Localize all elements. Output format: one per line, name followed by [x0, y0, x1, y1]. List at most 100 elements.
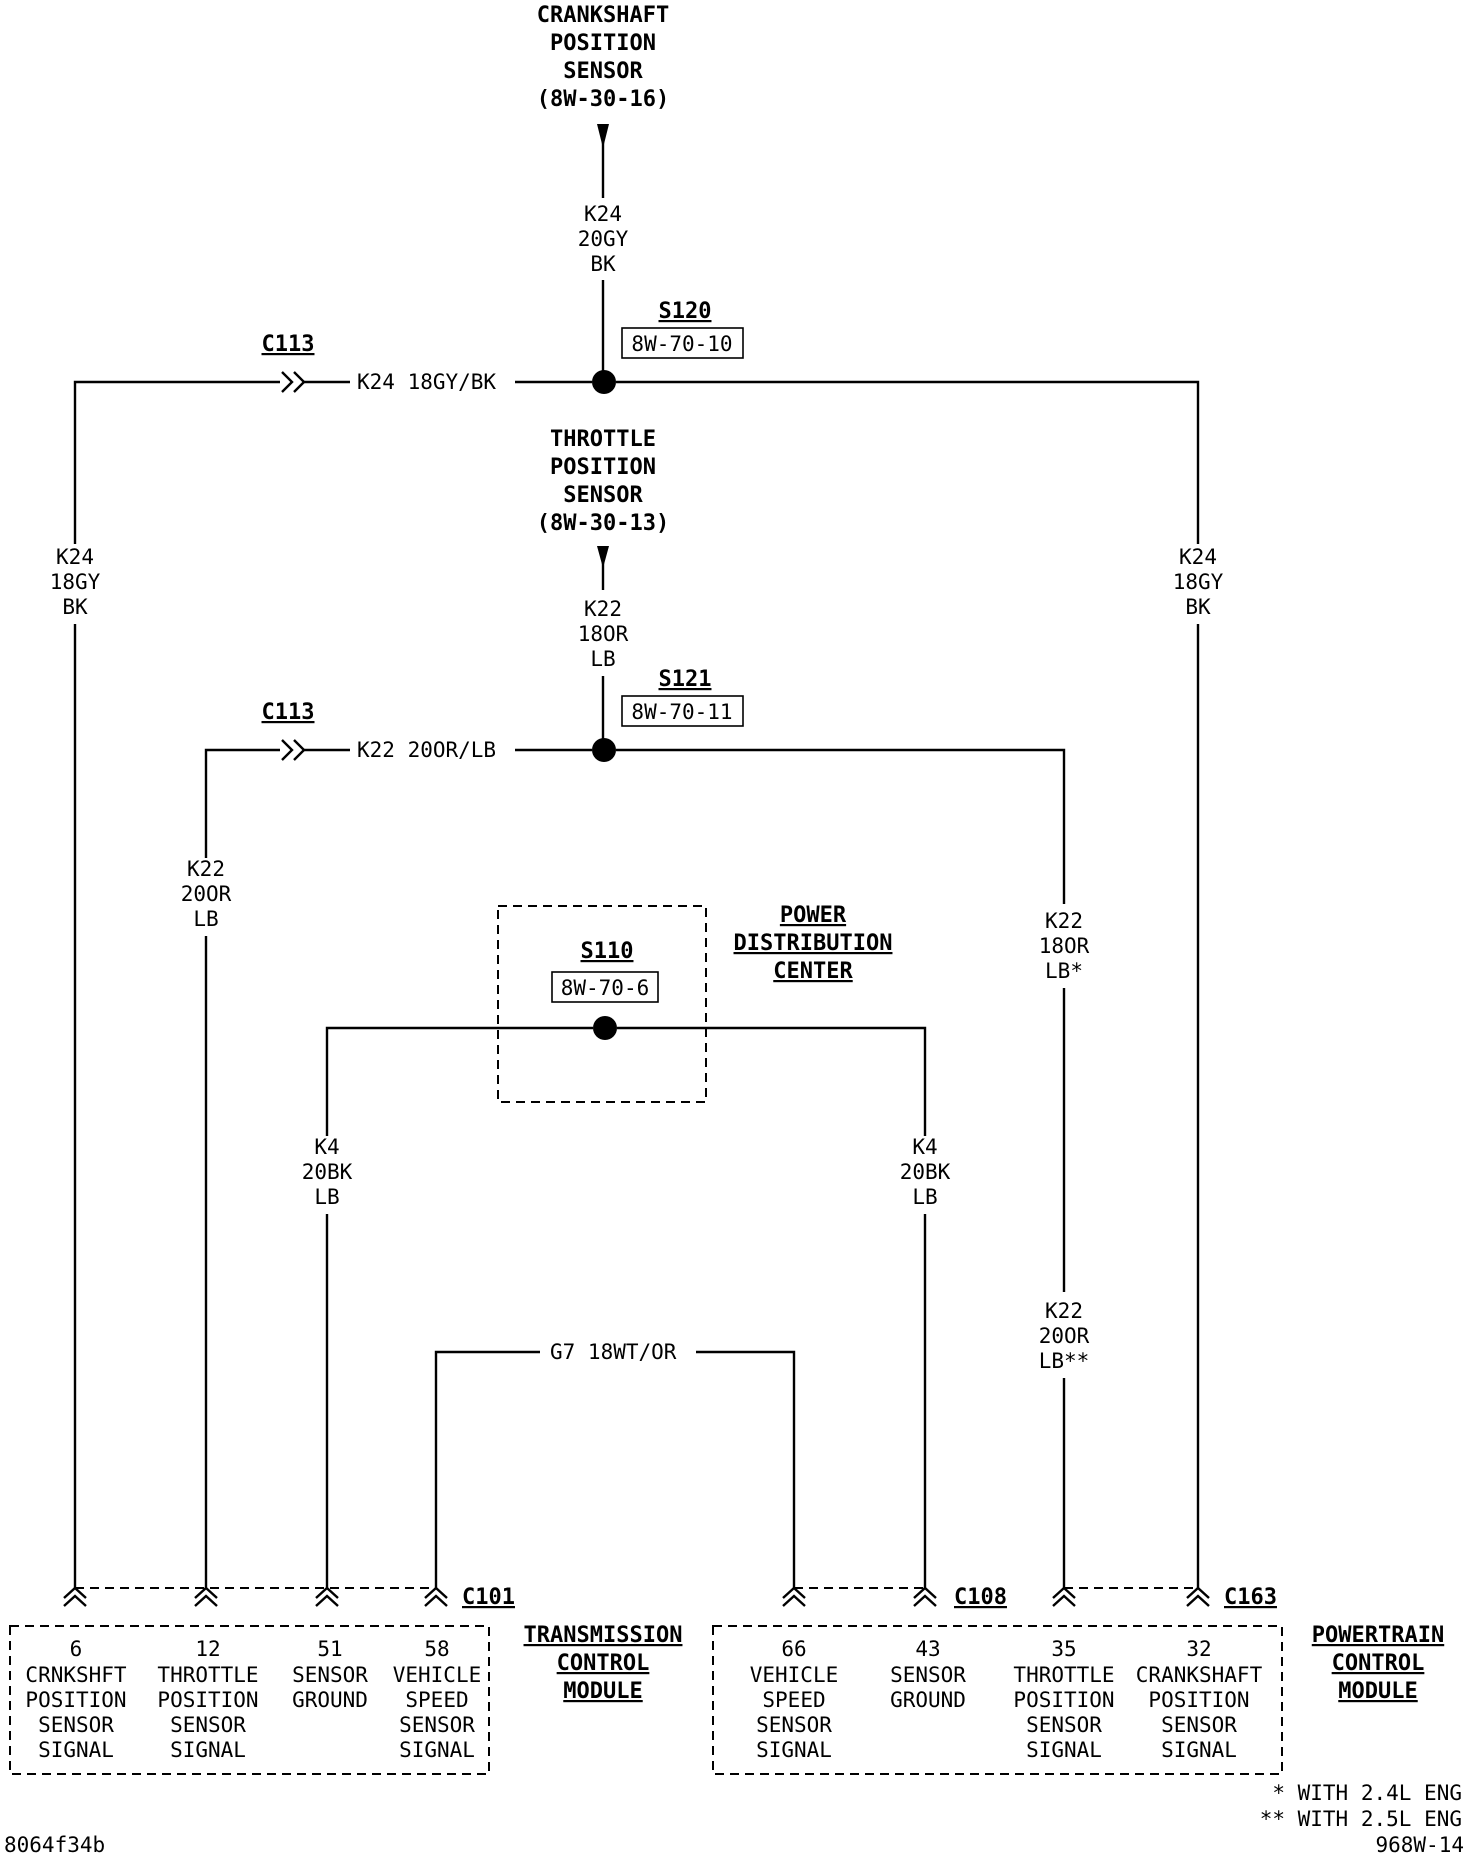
- wire-label-k24-crank: K24 20GY BK: [578, 202, 629, 276]
- wire-label-k24-left: K24 18GY BK: [50, 545, 101, 619]
- svg-text:DISTRIBUTION: DISTRIBUTION: [734, 931, 893, 956]
- svg-text:LB: LB: [912, 1185, 937, 1209]
- splice-s120-dot: [592, 370, 616, 394]
- svg-text:SIGNAL: SIGNAL: [399, 1738, 475, 1762]
- splice-s121-name: S121: [659, 667, 712, 692]
- svg-text:CONTROL: CONTROL: [557, 1651, 650, 1676]
- svg-text:SENSOR: SENSOR: [756, 1713, 832, 1737]
- pcm-pin-66: 66 VEHICLE SPEED SENSOR SIGNAL: [750, 1637, 839, 1762]
- svg-text:6: 6: [70, 1637, 83, 1661]
- svg-text:SIGNAL: SIGNAL: [1026, 1738, 1102, 1762]
- pcm-pin-35: 35 THROTTLE POSITION SENSOR SIGNAL: [1013, 1637, 1114, 1762]
- svg-text:POSITION: POSITION: [1013, 1688, 1114, 1712]
- svg-text:K22: K22: [187, 857, 225, 881]
- svg-text:SENSOR: SENSOR: [563, 59, 643, 84]
- svg-text:32: 32: [1186, 1637, 1211, 1661]
- svg-text:20BK: 20BK: [900, 1160, 951, 1184]
- splice-s110-ref-box: [551, 971, 659, 1003]
- svg-text:SIGNAL: SIGNAL: [756, 1738, 832, 1762]
- svg-text:18OR: 18OR: [1039, 934, 1090, 958]
- figure-id-left: 8064f34b: [4, 1833, 105, 1857]
- splice-s120-ref: 8W-70-10: [631, 332, 732, 356]
- svg-text:BK: BK: [590, 252, 616, 276]
- splice-s110-ref: 8W-70-6: [561, 976, 650, 1000]
- svg-text:K24: K24: [56, 545, 94, 569]
- c113-connector-icon: [281, 371, 294, 393]
- svg-text:TRANSMISSION: TRANSMISSION: [524, 1623, 683, 1648]
- figure-id-right: 968W-14: [1375, 1833, 1464, 1857]
- svg-text:SENSOR: SENSOR: [890, 1663, 966, 1687]
- svg-text:VEHICLE: VEHICLE: [393, 1663, 482, 1687]
- connector-terminals: [63, 1586, 1210, 1607]
- connector-c113-top: C113: [262, 332, 315, 357]
- wire-k24-left-horizontal: [73, 380, 280, 544]
- svg-text:K22: K22: [1045, 1299, 1083, 1323]
- footnotes: * WITH 2.4L ENG ** WITH 2.5L ENG: [1260, 1781, 1462, 1831]
- connector-c108: C108: [954, 1585, 1007, 1610]
- svg-text:POSITION: POSITION: [1148, 1688, 1249, 1712]
- tcm-pin-58: 58 VEHICLE SPEED SENSOR SIGNAL: [393, 1637, 482, 1762]
- svg-text:51: 51: [317, 1637, 342, 1661]
- svg-text:MODULE: MODULE: [563, 1679, 642, 1704]
- terminal-icon: [315, 1586, 339, 1607]
- svg-text:20OR: 20OR: [1039, 1324, 1090, 1348]
- svg-text:LB: LB: [193, 907, 218, 931]
- terminal-icon: [782, 1586, 806, 1607]
- svg-text:K22: K22: [1045, 909, 1083, 933]
- wire-label-k22-right-lower: K22 20OR LB**: [1039, 1299, 1090, 1373]
- connector-c163: C163: [1224, 1585, 1277, 1610]
- svg-text:CRANKSHAFT: CRANKSHAFT: [1136, 1663, 1263, 1687]
- svg-text:66: 66: [781, 1637, 806, 1661]
- svg-text:LB: LB: [314, 1185, 339, 1209]
- splice-s121-dot: [592, 738, 616, 762]
- wire-label-k22-left: K22 20OR LB: [181, 857, 232, 931]
- svg-text:CRNKSHFT: CRNKSHFT: [25, 1663, 127, 1687]
- tcm-pin-6: 6 CRNKSHFT POSITION SENSOR SIGNAL: [25, 1637, 127, 1762]
- pcm-pin-43: 43 SENSOR GROUND: [890, 1637, 966, 1712]
- svg-text:SIGNAL: SIGNAL: [1161, 1738, 1237, 1762]
- svg-text:SPEED: SPEED: [762, 1688, 825, 1712]
- wire-label-k4-left: K4 20BK LB: [302, 1135, 353, 1209]
- svg-text:18GY: 18GY: [50, 570, 101, 594]
- svg-text:K24: K24: [584, 202, 622, 226]
- svg-text:(8W-30-16): (8W-30-16): [537, 87, 669, 112]
- wire-label-g7: G7 18WT/OR: [550, 1340, 677, 1364]
- wire-k24-right-horizontal: [616, 380, 1200, 544]
- svg-text:SPEED: SPEED: [405, 1688, 468, 1712]
- splice-s110-name: S110: [581, 939, 634, 964]
- svg-text:K24: K24: [1179, 545, 1217, 569]
- tcm-pin-12: 12 THROTTLE POSITION SENSOR SIGNAL: [157, 1637, 258, 1762]
- connector-c101: C101: [462, 1585, 515, 1610]
- svg-text:SENSOR: SENSOR: [1161, 1713, 1237, 1737]
- svg-text:POWERTRAIN: POWERTRAIN: [1312, 1623, 1444, 1648]
- svg-text:(8W-30-13): (8W-30-13): [537, 511, 669, 536]
- svg-text:GROUND: GROUND: [890, 1688, 966, 1712]
- svg-text:CENTER: CENTER: [773, 959, 853, 984]
- svg-text:CONTROL: CONTROL: [1332, 1651, 1425, 1676]
- svg-text:SENSOR: SENSOR: [38, 1713, 114, 1737]
- svg-text:SENSOR: SENSOR: [292, 1663, 368, 1687]
- svg-text:POSITION: POSITION: [157, 1688, 258, 1712]
- svg-text:K22: K22: [584, 597, 622, 621]
- tcm-pin-51: 51 SENSOR GROUND: [292, 1637, 368, 1712]
- wire-g7-right: [696, 1350, 796, 1588]
- terminal-icon: [1186, 1586, 1210, 1607]
- power-distribution-center-box: [497, 905, 707, 1103]
- svg-text:LB*: LB*: [1045, 959, 1083, 983]
- svg-text:18OR: 18OR: [578, 622, 629, 646]
- terminal-icon: [194, 1586, 218, 1607]
- terminal-icon: [1052, 1586, 1076, 1607]
- svg-text:SENSOR: SENSOR: [1026, 1713, 1102, 1737]
- svg-text:BK: BK: [1185, 595, 1211, 619]
- svg-text:K4: K4: [912, 1135, 937, 1159]
- svg-text:CRANKSHAFT: CRANKSHAFT: [537, 3, 669, 28]
- wire-g7-left: [434, 1350, 540, 1588]
- svg-text:** WITH 2.5L ENG: ** WITH 2.5L ENG: [1260, 1807, 1462, 1831]
- svg-text:POWER: POWER: [780, 903, 847, 928]
- svg-text:THROTTLE: THROTTLE: [157, 1663, 258, 1687]
- terminal-icon: [424, 1586, 448, 1607]
- splice-s110-dot: [593, 1016, 617, 1040]
- svg-text:SIGNAL: SIGNAL: [170, 1738, 246, 1762]
- svg-text:POSITION: POSITION: [550, 455, 656, 480]
- splice-s120-name: S120: [659, 299, 712, 324]
